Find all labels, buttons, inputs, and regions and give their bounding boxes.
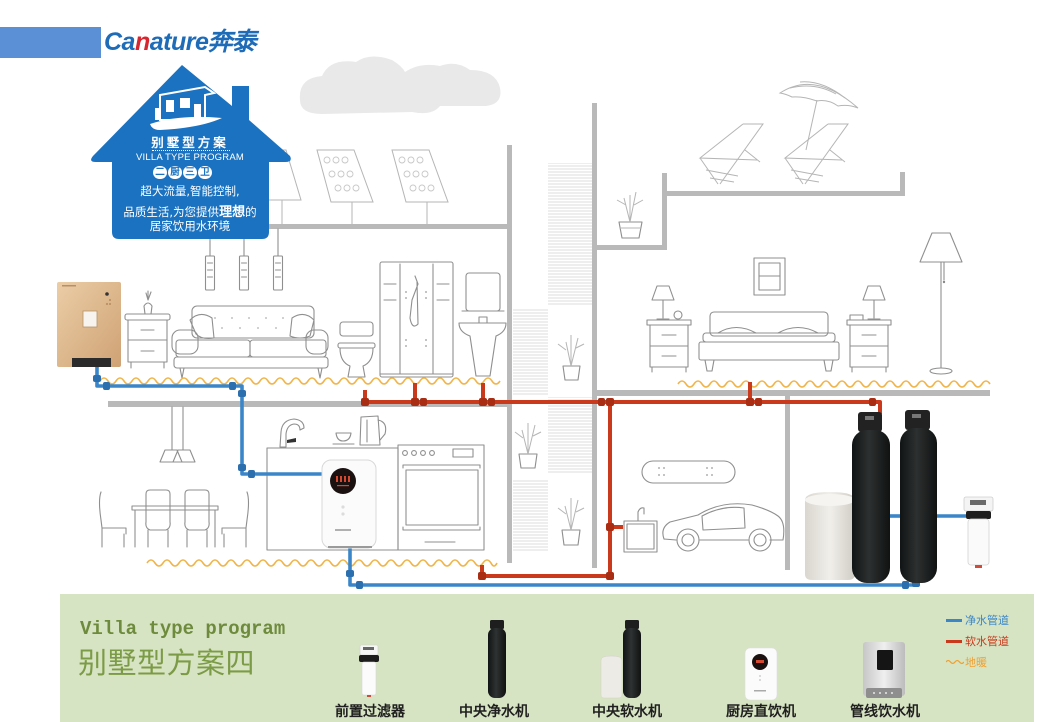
sign-dotted-divider [152, 150, 230, 151]
logo-text-part2: ature [149, 28, 209, 56]
floor-heating-bedroom [677, 380, 991, 388]
badge-char: 厨 [168, 166, 182, 179]
sign-line-2-pre: 品质生活,为您提供 [123, 205, 220, 219]
garage-sink [623, 507, 658, 553]
product-label-pre-filter: 前置过滤器 [335, 704, 405, 720]
solar-panels [249, 149, 449, 225]
legend-label: 地暖 [965, 656, 987, 669]
living-room-nightstand [124, 290, 171, 369]
central-water-purifier-tank [900, 410, 937, 583]
wave-icon [946, 659, 964, 665]
central-water-softener [805, 492, 855, 580]
villa-building-icon [150, 85, 222, 130]
stair-plant [557, 498, 585, 546]
product-label-kitchen-purifier: 厨房直饮机 [726, 704, 796, 720]
product-label-pipeline-dispenser: 管线饮水机 [850, 704, 920, 720]
legend-swatch-red [946, 639, 962, 643]
floor-heating-living [99, 377, 501, 385]
oven-stove [397, 444, 485, 551]
logo-text-part1: Ca [104, 28, 135, 56]
badge-char: 二 [153, 166, 167, 179]
logo-text-accent: n [134, 28, 150, 56]
sign-line-3: 居家饮用水环境 [149, 219, 231, 233]
wall-picture [753, 257, 786, 296]
solar-panel [391, 149, 449, 225]
electric-kettle [359, 415, 387, 446]
pendant-lights [204, 228, 284, 291]
sign-title-en: VILLA TYPE PROGRAM [136, 152, 244, 163]
canature-logo: Canature奔泰 [104, 22, 262, 56]
car [662, 503, 785, 552]
bedside-lamp [862, 285, 886, 320]
house-sign [91, 65, 291, 239]
bed [698, 311, 840, 372]
rooftop-plant [616, 191, 644, 239]
beach-umbrella [778, 81, 859, 151]
legend-label: 软水管道 [965, 635, 1009, 648]
legend-item-clean-water: 净水管道 [946, 612, 1009, 628]
deck-chair [698, 123, 764, 185]
deck-chair [783, 123, 849, 185]
pre-filter [963, 496, 994, 568]
bedroom-nightstand [846, 314, 892, 373]
kitchen-faucet [279, 418, 305, 448]
cloud [299, 56, 501, 114]
dining-pendant-lamp [159, 406, 196, 463]
product-label-central-purifier: 中央净水机 [459, 704, 529, 720]
badge-char: 三 [183, 166, 197, 179]
wall-mounted-dispenser [57, 282, 121, 367]
solar-panel [316, 149, 374, 225]
bedroom-nightstand [646, 319, 692, 373]
panel-title-en: Villa type program [80, 618, 286, 640]
sofa [171, 305, 329, 379]
sign-line-1: 超大流量,智能控制, [140, 184, 240, 198]
teacup [332, 432, 355, 445]
product-label-central-softener: 中央软水机 [592, 704, 662, 720]
legend-label: 净水管道 [965, 614, 1009, 627]
bedside-lamp [651, 285, 683, 320]
legend-item-soft-water: 软水管道 [946, 633, 1009, 649]
badge-char: 卫 [198, 166, 212, 179]
toilet [337, 321, 376, 378]
skateboard [641, 460, 736, 484]
sign-title-cn: 别墅型方案 [151, 135, 229, 150]
pendant-light [272, 228, 284, 291]
sign-line-2-bold: 理想 [219, 205, 246, 220]
legend-swatch-blue [946, 618, 962, 622]
logo-text-cn: 奔泰 [206, 27, 262, 56]
sign-line-2-post: 的 [245, 205, 257, 219]
floor-heating-ground [146, 559, 498, 567]
logo-accent-bar [0, 27, 101, 58]
building-walls [108, 103, 990, 570]
panel-title-cn: 别墅型方案四 [78, 646, 256, 680]
soft-water-pipes [361, 382, 882, 580]
legend-item-floor-heating: 地暖 [946, 654, 987, 670]
sign-badge-kitchens-bathrooms: 二 厨 三 卫 [153, 166, 213, 180]
bathroom-sink [458, 272, 507, 377]
dining-table-set [98, 489, 250, 548]
staircase [513, 163, 592, 552]
stair-plant [557, 335, 585, 381]
sign-line-2: 品质生活,为您提供理想的 [112, 201, 268, 220]
kitchen-purifier [321, 459, 377, 549]
shower-cabin [379, 261, 454, 378]
floor-lamp [919, 232, 963, 375]
stair-plant [514, 423, 542, 469]
central-water-purifier-tank [852, 412, 890, 583]
